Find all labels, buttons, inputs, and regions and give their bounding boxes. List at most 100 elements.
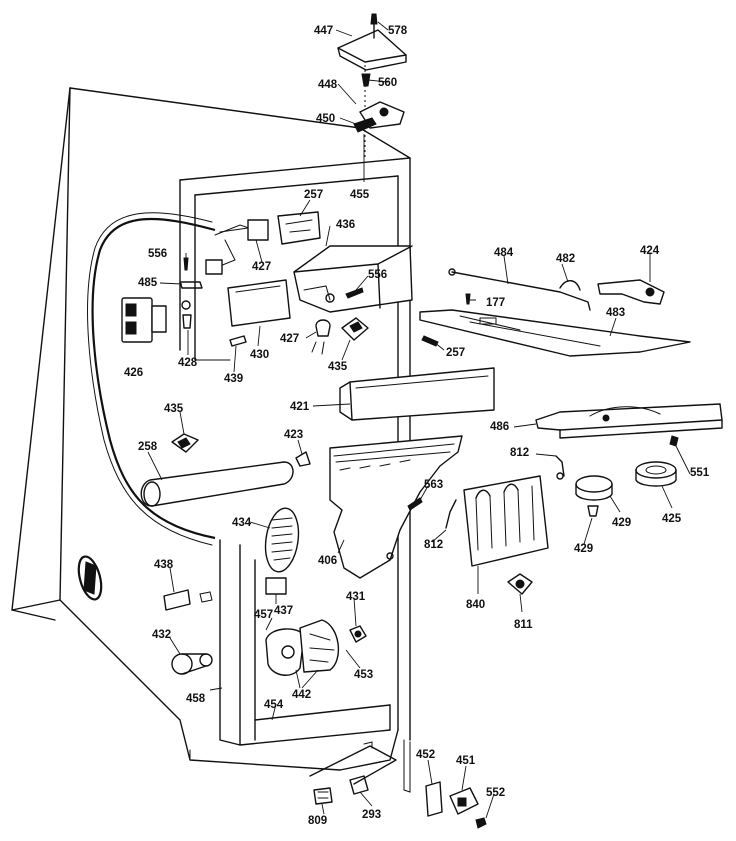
label-439: 439 bbox=[224, 373, 243, 385]
label-809: 809 bbox=[308, 815, 327, 827]
part-439-pin bbox=[229, 335, 247, 347]
part-257-screw-right bbox=[421, 335, 439, 347]
label-427-top: 427 bbox=[252, 261, 271, 273]
part-560-screw bbox=[361, 73, 371, 87]
part-578-screw bbox=[370, 13, 378, 39]
label-448: 448 bbox=[318, 79, 338, 91]
label-435-center: 435 bbox=[328, 361, 348, 373]
label-428: 428 bbox=[178, 357, 198, 369]
label-563: 563 bbox=[424, 479, 443, 491]
part-483-shelf bbox=[419, 309, 691, 357]
label-429-right: 429 bbox=[612, 517, 631, 529]
part-812-wire-left bbox=[445, 499, 457, 529]
label-431: 431 bbox=[346, 591, 366, 603]
part-293-grommet bbox=[349, 775, 369, 795]
part-426-switch bbox=[121, 297, 167, 343]
label-812-top: 812 bbox=[510, 447, 529, 459]
label-482: 482 bbox=[556, 253, 575, 265]
label-556-left: 556 bbox=[148, 248, 167, 260]
label-293: 293 bbox=[362, 809, 381, 821]
label-437: 437 bbox=[274, 605, 293, 617]
part-811-fuse bbox=[507, 573, 533, 595]
part-427-bulb bbox=[311, 319, 331, 355]
part-556-screw-left bbox=[183, 257, 189, 271]
part-257-timer bbox=[277, 211, 321, 245]
label-556-center: 556 bbox=[368, 269, 387, 281]
label-447: 447 bbox=[314, 25, 333, 37]
part-552-screw bbox=[475, 817, 487, 829]
label-451: 451 bbox=[456, 755, 476, 767]
part-406-evaporator-cover bbox=[329, 435, 463, 579]
part-430-bracket bbox=[227, 279, 291, 327]
label-177: 177 bbox=[486, 297, 505, 309]
label-435-left: 435 bbox=[164, 403, 184, 415]
part-447-cover bbox=[337, 29, 407, 71]
part-434-grille bbox=[264, 507, 300, 573]
label-257-top: 257 bbox=[304, 189, 323, 201]
label-258: 258 bbox=[138, 441, 158, 453]
part-421-channel bbox=[339, 367, 495, 421]
part-840-heater bbox=[463, 475, 549, 567]
part-423-bulb-holder bbox=[295, 451, 311, 467]
label-840: 840 bbox=[466, 599, 485, 611]
label-450: 450 bbox=[316, 113, 335, 125]
label-432: 432 bbox=[152, 629, 171, 641]
label-442: 442 bbox=[292, 689, 311, 701]
part-424-damper bbox=[597, 279, 665, 305]
label-452: 452 bbox=[416, 749, 435, 761]
label-486: 486 bbox=[490, 421, 509, 433]
part-437-relay bbox=[265, 577, 287, 595]
label-812-mid: 812 bbox=[424, 539, 443, 551]
part-labels: 447 578 448 560 450 455 257 436 556 485 … bbox=[124, 25, 710, 827]
label-458: 458 bbox=[186, 693, 206, 705]
cabinet-outline bbox=[11, 55, 411, 771]
label-454: 454 bbox=[264, 699, 284, 711]
drain-trough bbox=[309, 741, 397, 785]
part-551-screw bbox=[669, 435, 679, 447]
part-484-rod bbox=[448, 268, 591, 311]
part-425-thermostat bbox=[635, 461, 677, 487]
label-560: 560 bbox=[378, 77, 397, 89]
part-436-housing bbox=[293, 245, 413, 313]
label-485: 485 bbox=[138, 277, 158, 289]
label-455: 455 bbox=[350, 189, 370, 201]
part-429-clip bbox=[587, 505, 599, 517]
part-563-screw bbox=[407, 497, 423, 511]
part-451-switch bbox=[449, 787, 479, 815]
label-552: 552 bbox=[486, 787, 505, 799]
label-434: 434 bbox=[232, 517, 252, 529]
label-438: 438 bbox=[154, 559, 174, 571]
part-450-bushing bbox=[353, 117, 377, 133]
part-432-light bbox=[171, 653, 213, 675]
part-809-fitting bbox=[313, 787, 333, 805]
label-578: 578 bbox=[388, 25, 408, 37]
part-177-screw bbox=[465, 293, 471, 305]
part-435-socket-center bbox=[341, 317, 369, 341]
part-428-clip bbox=[181, 300, 192, 329]
label-811: 811 bbox=[514, 619, 533, 631]
label-484: 484 bbox=[494, 247, 514, 259]
label-425: 425 bbox=[662, 513, 682, 525]
part-431-blade bbox=[349, 625, 367, 643]
part-812-wire-right bbox=[555, 455, 565, 480]
part-258-duct bbox=[140, 461, 294, 507]
part-556-screw-center bbox=[345, 287, 364, 299]
label-424: 424 bbox=[640, 245, 660, 257]
part-427-relay bbox=[219, 219, 269, 241]
part-442-fan-motor bbox=[265, 619, 340, 676]
part-485-clip bbox=[179, 281, 203, 289]
label-257-right: 257 bbox=[446, 347, 465, 359]
part-435-socket-left bbox=[171, 433, 199, 453]
label-430: 430 bbox=[250, 349, 269, 361]
part-482-clip bbox=[559, 280, 581, 291]
part-438-socket bbox=[163, 589, 213, 611]
label-423: 423 bbox=[284, 429, 303, 441]
label-483: 483 bbox=[606, 307, 625, 319]
part-429-thermostat bbox=[575, 475, 613, 501]
label-453: 453 bbox=[354, 669, 373, 681]
leader-lines bbox=[147, 21, 691, 819]
label-551: 551 bbox=[690, 467, 710, 479]
label-429-left: 429 bbox=[574, 543, 593, 555]
label-421: 421 bbox=[290, 401, 310, 413]
